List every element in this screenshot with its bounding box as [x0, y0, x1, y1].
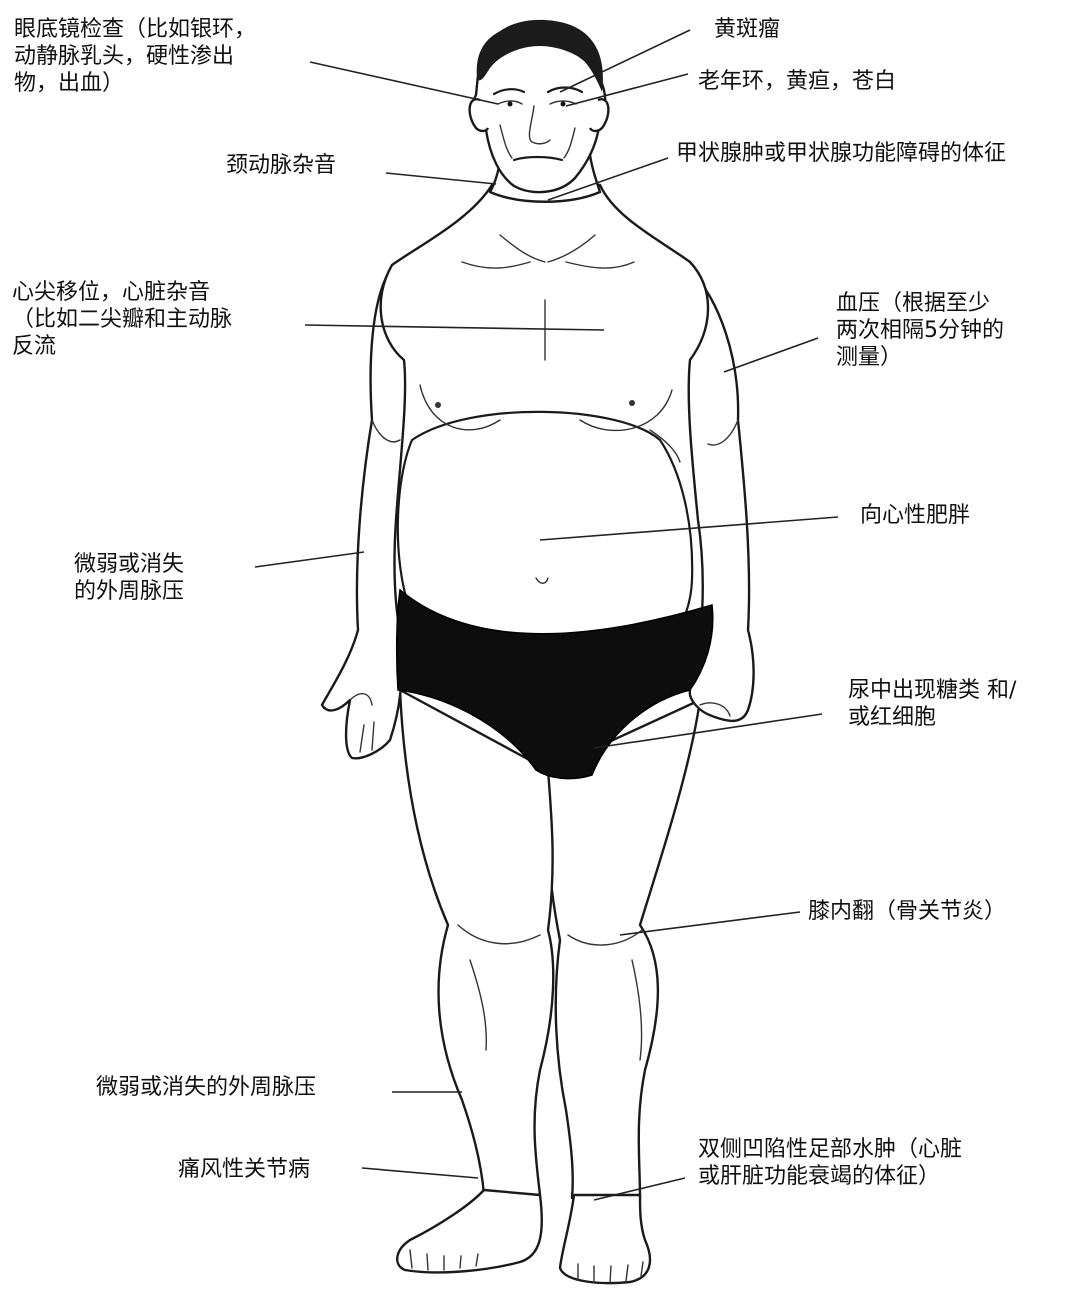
label-arm-pulse: 微弱或消失 的外周脉压: [74, 551, 184, 605]
label-xanthelasma: 黄斑瘤: [714, 16, 780, 43]
torso: [381, 185, 708, 674]
leader-fundus: [310, 62, 498, 104]
leader-carotid: [386, 173, 496, 184]
label-leg-pulse: 微弱或消失的外周脉压: [96, 1074, 316, 1101]
label-fundus: 眼底镜检查（比如银环， 动静脉乳头，硬性渗出 物，出血）: [14, 16, 256, 97]
label-obesity: 向心性肥胖: [860, 502, 970, 529]
leader-gout: [362, 1168, 478, 1178]
feet: [397, 1190, 650, 1283]
leader-arm-pulse: [255, 552, 364, 567]
label-urine: 尿中出现糖类 和/ 或红细胞: [848, 677, 1016, 731]
label-carotid: 颈动脉杂音: [226, 152, 336, 179]
label-arcus: 老年环，黄疸，苍白: [698, 68, 896, 95]
label-knee: 膝内翻（骨关节炎）: [808, 898, 1006, 925]
label-apex: 心尖移位，心脏杂音 （比如二尖瓣和主动脉 反流: [12, 279, 232, 360]
label-edema: 双侧凹陷性足部水肿（心脏 或肝脏功能衰竭的体征）: [698, 1136, 962, 1190]
leader-bp: [724, 338, 818, 372]
label-bp: 血压（根据至少 两次相隔5分钟的 测量）: [836, 290, 1004, 371]
label-thyroid: 甲状腺肿或甲状腺功能障碍的体征: [676, 140, 1006, 167]
label-gout: 痛风性关节病: [178, 1156, 310, 1183]
leader-knee: [620, 912, 800, 935]
